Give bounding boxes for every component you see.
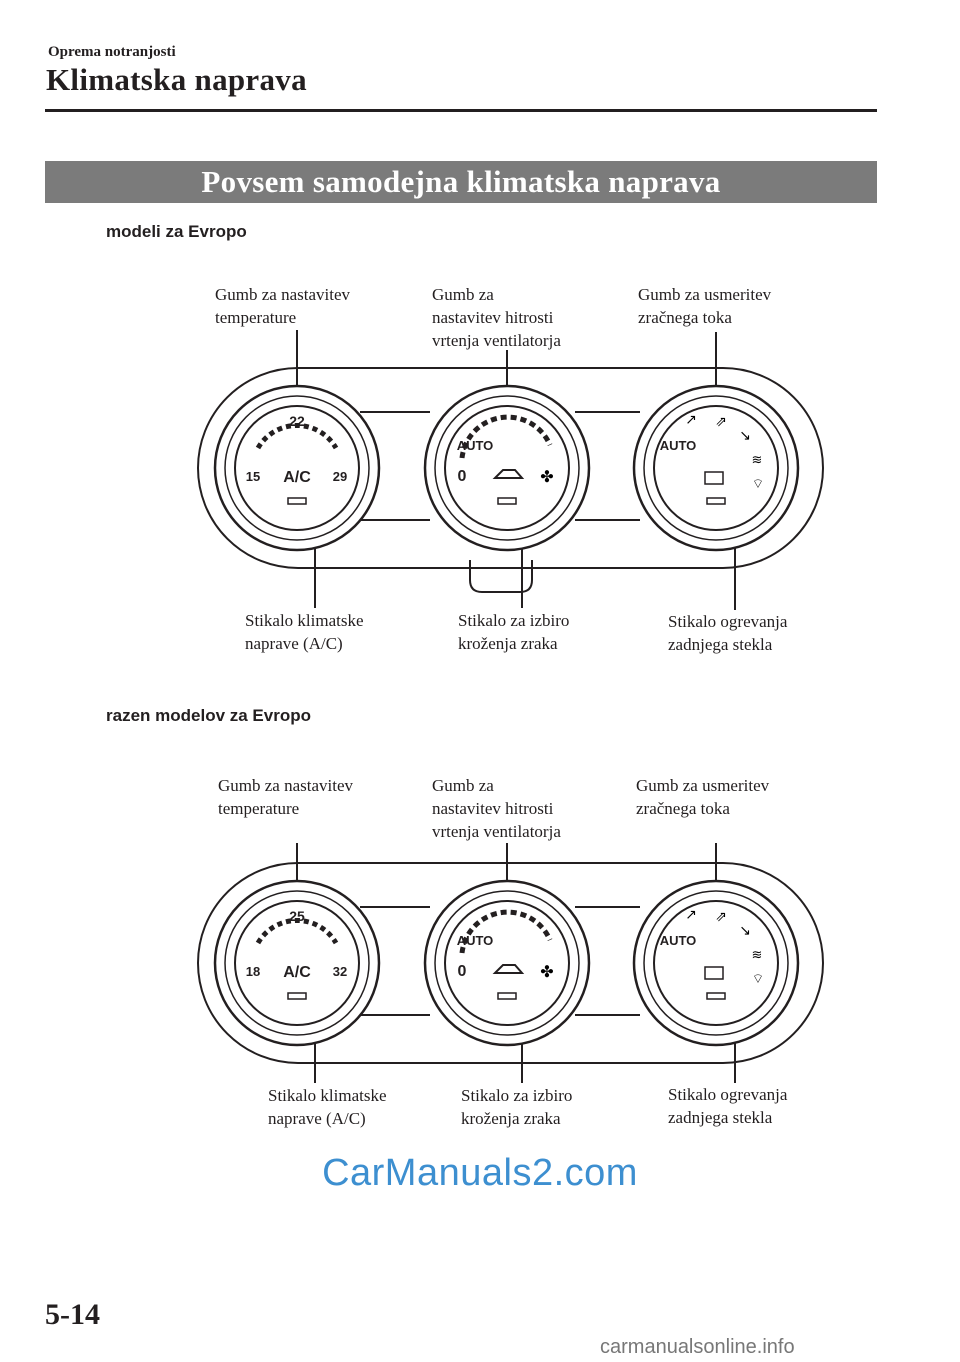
temp-mid-label: 25 xyxy=(289,908,305,924)
vent-feet-icon: ↘ xyxy=(739,428,751,444)
climate-panel-non-europe: 25 18 32 A/C AUTO 0 ✤ AUTO ↗ ⇗ ↘ ≋ ⌔ xyxy=(0,815,960,1125)
rear-defrost-switch-indicator[interactable] xyxy=(706,992,726,1000)
label-fan-knob: Gumb za nastavitev hitrosti vrtenja vent… xyxy=(432,776,561,841)
label-ac-switch: Stikalo klimatske naprave (A/C) xyxy=(268,1086,387,1128)
vent-feet-icon: ↘ xyxy=(739,923,751,939)
ac-label: A/C xyxy=(283,964,311,981)
watermark: CarManuals2.com xyxy=(322,1152,638,1194)
climate-panel-drawing: 25 18 32 A/C AUTO 0 ✤ AUTO ↗ ⇗ ↘ ≋ ⌔ xyxy=(197,843,824,1083)
fan-speed-knob[interactable]: AUTO 0 ✤ xyxy=(423,879,591,1047)
fan-zero-label: 0 xyxy=(458,963,467,980)
fan-auto-label: AUTO xyxy=(457,933,494,948)
section-label: Oprema notranjosti xyxy=(48,44,176,60)
car-recirculation-icon xyxy=(492,964,525,974)
vent-feet-defrost-icon: ≋ xyxy=(752,453,763,468)
vent-face-icon: ↗ xyxy=(685,412,697,428)
label-rear-defrost: Stikalo ogrevanja zadnjega stekla xyxy=(668,1085,788,1127)
fan-icon: ✤ xyxy=(540,467,553,486)
ac-switch-indicator[interactable] xyxy=(287,497,307,505)
mode-auto-label: AUTO xyxy=(660,438,697,453)
temperature-knob[interactable]: 25 18 32 A/C xyxy=(213,879,381,1047)
label-airflow-knob: Gumb za usmeritev zračnega toka xyxy=(636,776,770,818)
recirc-switch-indicator[interactable] xyxy=(497,992,517,1000)
temp-max-label: 29 xyxy=(333,469,347,484)
temp-max-label: 32 xyxy=(333,964,347,979)
climate-panel-drawing: 22 15 29 A/C AUTO 0 ✤ AUTO ↗ ⇗ ↘ ≋ ⌔ xyxy=(197,330,824,610)
climate-panel-europe: 22 15 29 A/C AUTO 0 ✤ AUTO ↗ ⇗ ↘ ≋ ⌔ xyxy=(0,330,960,640)
panel-tab xyxy=(469,560,533,593)
vent-bilevel-icon: ⇗ xyxy=(715,909,727,925)
front-defrost-icon: ⌔ xyxy=(752,477,764,492)
label-recirc-switch: Stikalo za izbiro kroženja zraka xyxy=(461,1086,573,1128)
vent-bilevel-icon: ⇗ xyxy=(715,414,727,430)
variant-title-europe: modeli za Evropo xyxy=(106,222,247,241)
front-defrost-icon: ⌔ xyxy=(752,972,764,987)
temp-min-label: 15 xyxy=(246,469,260,484)
rear-defrost-icon xyxy=(704,966,724,980)
footer-watermark: carmanualsonline.info xyxy=(600,1336,795,1358)
fan-icon: ✤ xyxy=(540,962,553,981)
label-temp-knob: Gumb za nastavitev temperature xyxy=(218,776,354,818)
page-number: 5-14 xyxy=(45,1298,100,1331)
label-recirc-switch: Stikalo za izbiro kroženja zraka xyxy=(458,611,570,653)
recirc-switch-indicator[interactable] xyxy=(497,497,517,505)
vent-face-icon: ↗ xyxy=(685,907,697,923)
variant-title-non-europe: razen modelov za Evropo xyxy=(106,706,311,725)
temperature-knob[interactable]: 22 15 29 A/C xyxy=(213,384,381,552)
ac-label: A/C xyxy=(283,469,311,486)
vent-feet-defrost-icon: ≋ xyxy=(752,948,763,963)
fan-speed-knob[interactable]: AUTO 0 ✤ xyxy=(423,384,591,552)
label-ac-switch: Stikalo klimatske naprave (A/C) xyxy=(245,611,364,653)
section-banner: Povsem samodejna klimatska naprava xyxy=(45,161,877,203)
fan-zero-label: 0 xyxy=(458,468,467,485)
airflow-mode-knob[interactable]: AUTO ↗ ⇗ ↘ ≋ ⌔ xyxy=(632,879,800,1047)
label-temp-knob: Gumb za nastavitev temperature xyxy=(215,285,351,327)
label-rear-defrost: Stikalo ogrevanja zadnjega stekla xyxy=(668,612,788,654)
temp-min-label: 18 xyxy=(246,964,260,979)
header-rule xyxy=(45,109,877,112)
panel-housing xyxy=(197,367,824,569)
label-fan-knob: Gumb za nastavitev hitrosti vrtenja vent… xyxy=(432,285,561,350)
temp-mid-label: 22 xyxy=(289,413,305,429)
fan-auto-label: AUTO xyxy=(457,438,494,453)
car-recirculation-icon xyxy=(492,469,525,479)
mode-auto-label: AUTO xyxy=(660,933,697,948)
label-airflow-knob: Gumb za usmeritev zračnega toka xyxy=(638,285,772,327)
chapter-title: Klimatska naprava xyxy=(46,62,307,97)
airflow-mode-knob[interactable]: AUTO ↗ ⇗ ↘ ≋ ⌔ xyxy=(632,384,800,552)
ac-switch-indicator[interactable] xyxy=(287,992,307,1000)
panel-housing xyxy=(197,862,824,1064)
rear-defrost-icon xyxy=(704,471,724,485)
rear-defrost-switch-indicator[interactable] xyxy=(706,497,726,505)
